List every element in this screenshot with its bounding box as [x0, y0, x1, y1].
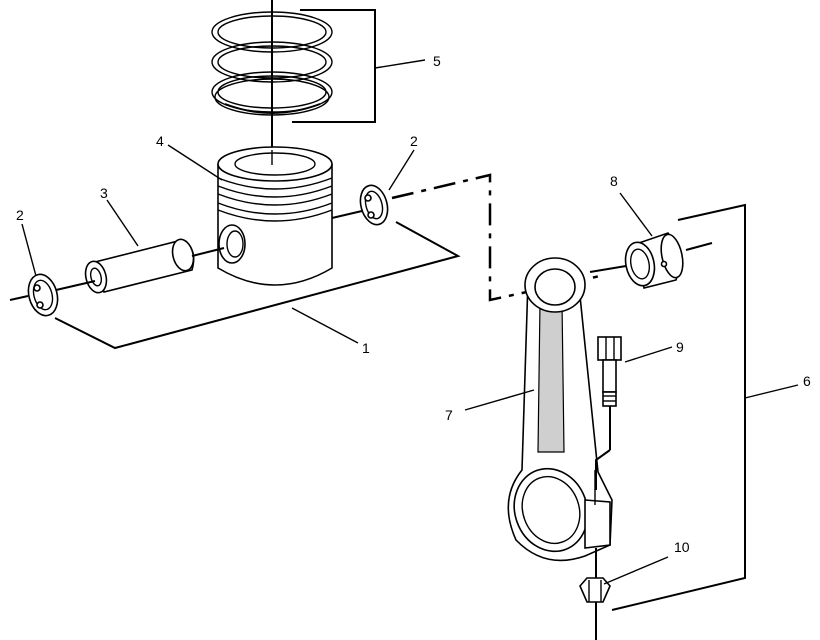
connecting-rod-assembly-bracket — [611, 203, 799, 611]
piston — [217, 146, 333, 286]
callout-2-right: 2 — [410, 133, 418, 149]
callout-7: 7 — [445, 407, 453, 423]
piston-pin-axis — [9, 173, 601, 302]
connecting-rod — [507, 257, 613, 562]
callout-4: 4 — [156, 133, 164, 149]
bushing — [624, 232, 684, 289]
snap-ring-left — [27, 273, 59, 317]
callout-9: 9 — [676, 339, 684, 355]
callout-8: 8 — [610, 173, 618, 189]
callout-10: 10 — [674, 539, 690, 555]
piston-ring-set — [211, 0, 333, 165]
piston-pin — [84, 238, 195, 294]
callout-6: 6 — [803, 373, 811, 389]
callout-1: 1 — [362, 340, 370, 356]
bolt — [595, 336, 622, 490]
callout-3: 3 — [100, 185, 108, 201]
snap-ring-right — [359, 184, 389, 226]
piston-assembly-bracket — [54, 221, 461, 350]
nut — [579, 548, 611, 640]
callout-5: 5 — [433, 53, 441, 69]
ring-set-bracket — [292, 9, 426, 123]
callout-2-left: 2 — [16, 207, 24, 223]
